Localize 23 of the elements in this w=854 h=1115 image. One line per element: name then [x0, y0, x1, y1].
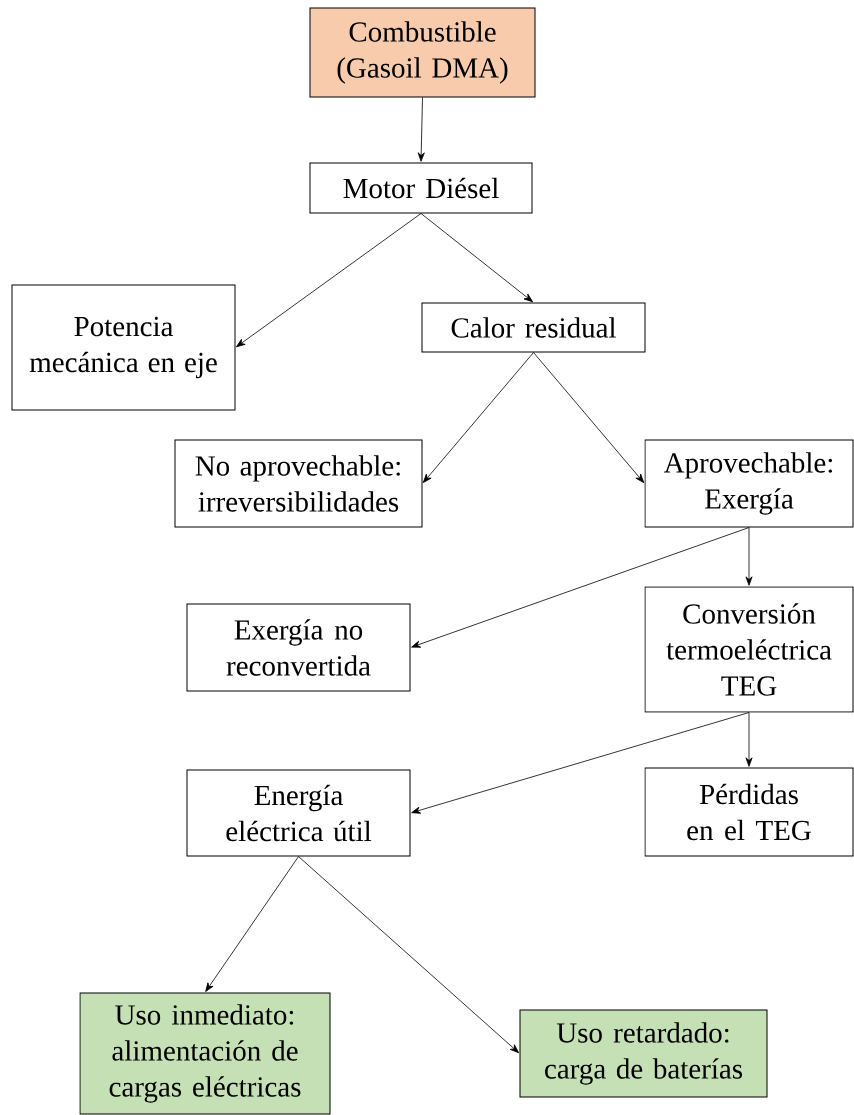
process-box: Combustible (Gasoil DMA) — [309, 7, 536, 98]
process-box: Uso inmediato: alimentación de cargas eléctricas — [79, 992, 331, 1115]
process-box: No aprovechable: irreversibilidades — [174, 439, 423, 528]
arrow — [205, 856, 299, 992]
process-box: Energía eléctrica útil — [186, 769, 411, 857]
arrow — [745, 527, 753, 586]
arrow — [420, 213, 533, 303]
arrow — [236, 213, 422, 348]
process-box: Calor residual — [421, 302, 646, 353]
arrow — [298, 856, 520, 1054]
process-box: Conversión termoeléctrica TEG — [644, 586, 854, 713]
process-box: Exergía no reconvertida — [186, 603, 411, 692]
process-box: Pérdidas en el TEG — [644, 767, 854, 857]
arrow — [411, 712, 750, 814]
process-box: Aprovechable: Exergía — [644, 439, 854, 528]
process-box: Uso retardado: carga de baterías — [519, 1009, 768, 1098]
process-box: Potencia mecánica en eje — [11, 284, 236, 411]
arrow — [745, 712, 753, 767]
process-box: Motor Diésel — [309, 162, 533, 214]
arrow — [533, 352, 645, 483]
arrow — [422, 352, 534, 483]
arrow — [411, 527, 750, 648]
arrow — [417, 97, 425, 162]
